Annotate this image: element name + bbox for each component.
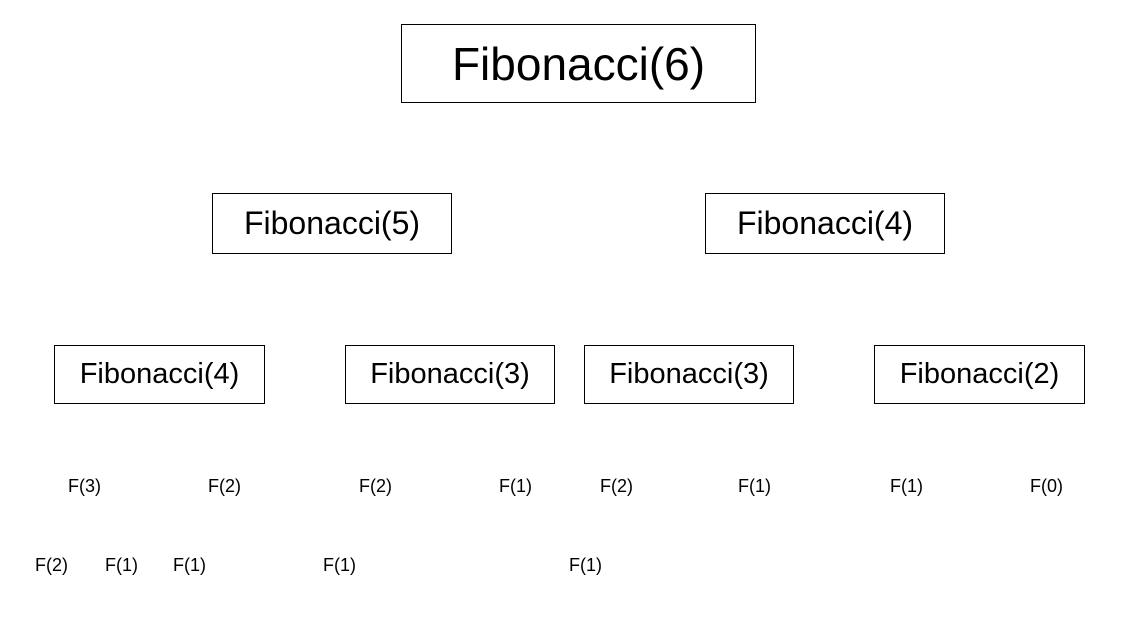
level2-node: Fibonacci(4) [54, 345, 265, 404]
level3-leaf: F(1) [499, 476, 532, 496]
level3-leaf: F(0) [1030, 476, 1063, 496]
level4-leaf: F(2) [35, 555, 68, 575]
level1-node: Fibonacci(5) [212, 193, 452, 254]
level1-node: Fibonacci(4) [705, 193, 945, 254]
level2-node: Fibonacci(3) [345, 345, 555, 404]
level4-leaf: F(1) [173, 555, 206, 575]
level3-leaf: F(3) [68, 476, 101, 496]
level4-leaf: F(1) [569, 555, 602, 575]
level3-leaf: F(2) [208, 476, 241, 496]
level2-node: Fibonacci(2) [874, 345, 1085, 404]
level4-leaf: F(1) [105, 555, 138, 575]
root-node: Fibonacci(6) [401, 24, 756, 103]
level2-node: Fibonacci(3) [584, 345, 794, 404]
level3-leaf: F(1) [738, 476, 771, 496]
level3-leaf: F(2) [359, 476, 392, 496]
level3-leaf: F(1) [890, 476, 923, 496]
level4-leaf: F(1) [323, 555, 356, 575]
level3-leaf: F(2) [600, 476, 633, 496]
